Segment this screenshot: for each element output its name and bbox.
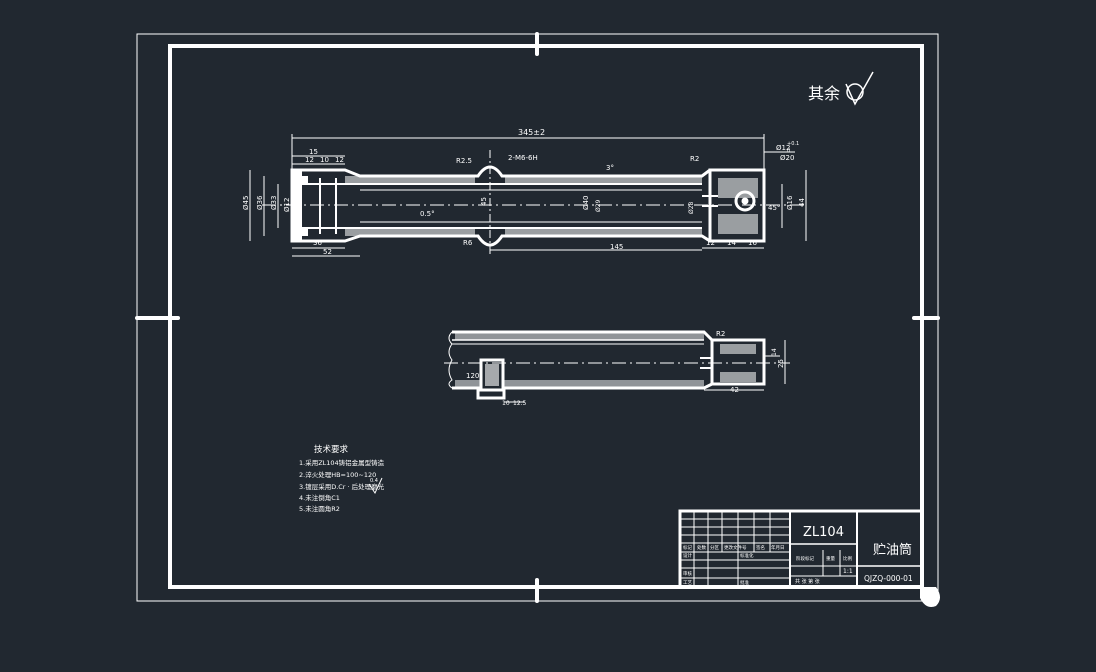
surface-roughness-symbol: 其余 bbox=[808, 71, 874, 106]
main-view bbox=[249, 134, 808, 257]
tech-req-item: 5.未注圆角R2 bbox=[299, 504, 340, 513]
svg-text:12: 12 bbox=[305, 156, 314, 164]
svg-text:Ø16: Ø16 bbox=[786, 195, 794, 210]
svg-text:Ø45: Ø45 bbox=[242, 196, 250, 210]
svg-text:+0.1: +0.1 bbox=[787, 141, 799, 147]
svg-text:15: 15 bbox=[309, 148, 318, 156]
svg-text:12.5: 12.5 bbox=[513, 400, 527, 407]
title-block bbox=[678, 509, 924, 589]
scale-value: 1:1 bbox=[843, 568, 853, 575]
svg-text:14: 14 bbox=[771, 348, 778, 356]
svg-text:R2: R2 bbox=[716, 330, 725, 338]
svg-text:分区: 分区 bbox=[710, 544, 719, 551]
tech-req-item: 1.采用ZL104铸铝金属型铸造 bbox=[299, 458, 385, 467]
svg-text:Ø20: Ø20 bbox=[780, 154, 794, 162]
corner-mark bbox=[920, 587, 940, 607]
title-block-labels: ZL104 贮油筒 QJZQ-000-01 1:1 标记 处数 分区 更改文件号… bbox=[683, 525, 913, 586]
svg-text:45°: 45° bbox=[768, 204, 780, 212]
part-name: 贮油筒 bbox=[873, 542, 912, 558]
tech-req-item: 4.未注倒角C1 bbox=[299, 493, 340, 502]
svg-text:比例: 比例 bbox=[843, 555, 852, 562]
svg-text:R2: R2 bbox=[690, 155, 699, 163]
svg-text:审核: 审核 bbox=[683, 570, 692, 577]
inner-frame bbox=[168, 44, 924, 589]
svg-text:批准: 批准 bbox=[740, 579, 749, 586]
material-label: ZL104 bbox=[803, 525, 844, 540]
svg-text:Ø33: Ø33 bbox=[270, 196, 278, 210]
svg-text:R6: R6 bbox=[463, 239, 473, 247]
svg-text:标记: 标记 bbox=[683, 544, 692, 551]
svg-text:Ø28: Ø28 bbox=[688, 201, 695, 214]
centering-marks bbox=[135, 32, 940, 603]
tech-req-title: 技术要求 bbox=[314, 444, 349, 455]
svg-text:42: 42 bbox=[730, 386, 739, 394]
svg-text:52: 52 bbox=[323, 248, 332, 256]
svg-text:10: 10 bbox=[320, 156, 329, 164]
svg-text:14: 14 bbox=[727, 239, 736, 247]
svg-text:345±2: 345±2 bbox=[518, 128, 545, 137]
svg-text:Ø12: Ø12 bbox=[776, 144, 790, 152]
svg-text:120: 120 bbox=[466, 372, 479, 380]
svg-text:Ø12: Ø12 bbox=[283, 198, 291, 212]
svg-text:Ø29: Ø29 bbox=[595, 199, 602, 212]
svg-text:签名: 签名 bbox=[756, 544, 765, 551]
svg-text:处数: 处数 bbox=[697, 544, 706, 551]
svg-text:45: 45 bbox=[480, 197, 488, 206]
svg-text:145: 145 bbox=[610, 243, 623, 251]
tech-req-item: 3.镀层采用D.Cr · 后处理磨光 bbox=[299, 482, 385, 491]
svg-text:R2.5: R2.5 bbox=[456, 157, 472, 165]
tech-req-item: 2.淬火处理HB=100~120 bbox=[299, 470, 376, 479]
svg-text:2-M6-6H: 2-M6-6H bbox=[508, 154, 538, 162]
svg-text:25: 25 bbox=[777, 359, 785, 368]
svg-text:12: 12 bbox=[335, 156, 344, 164]
svg-text:12: 12 bbox=[706, 239, 715, 247]
svg-text:Ø40: Ø40 bbox=[582, 196, 590, 210]
roughness-label: 其余 bbox=[808, 84, 840, 103]
svg-text:0: 0 bbox=[787, 148, 790, 154]
svg-text:阶段标记: 阶段标记 bbox=[796, 555, 814, 562]
svg-text:16: 16 bbox=[748, 239, 757, 247]
svg-text:共 张 第 张: 共 张 第 张 bbox=[795, 578, 820, 585]
main-view-labels: 345±2 15 12 10 12 R2.5 2-M6-6H 3° R2 Ø12… bbox=[242, 128, 806, 256]
svg-text:36: 36 bbox=[313, 239, 322, 247]
svg-text:重量: 重量 bbox=[826, 555, 835, 562]
svg-text:3°: 3° bbox=[606, 164, 614, 172]
svg-text:更改文件号: 更改文件号 bbox=[724, 544, 747, 551]
svg-text:0.4: 0.4 bbox=[370, 478, 378, 484]
svg-text:年月日: 年月日 bbox=[771, 544, 785, 551]
section-view-labels: R2 120 42 25 10 12.5 14 bbox=[466, 330, 785, 407]
svg-text:设计: 设计 bbox=[683, 552, 692, 559]
svg-text:10: 10 bbox=[502, 400, 510, 407]
section-view bbox=[444, 330, 790, 403]
outer-border bbox=[136, 33, 939, 602]
svg-text:44: 44 bbox=[798, 198, 806, 207]
svg-text:Ø36: Ø36 bbox=[256, 195, 264, 210]
drawing-number: QJZQ-000-01 bbox=[864, 574, 913, 583]
technical-requirements: 技术要求 1.采用ZL104铸铝金属型铸造 2.淬火处理HB=100~120 3… bbox=[299, 444, 385, 513]
svg-text:工艺: 工艺 bbox=[683, 580, 692, 586]
svg-text:0.5°: 0.5° bbox=[420, 210, 435, 218]
svg-text:标准化: 标准化 bbox=[740, 552, 754, 559]
